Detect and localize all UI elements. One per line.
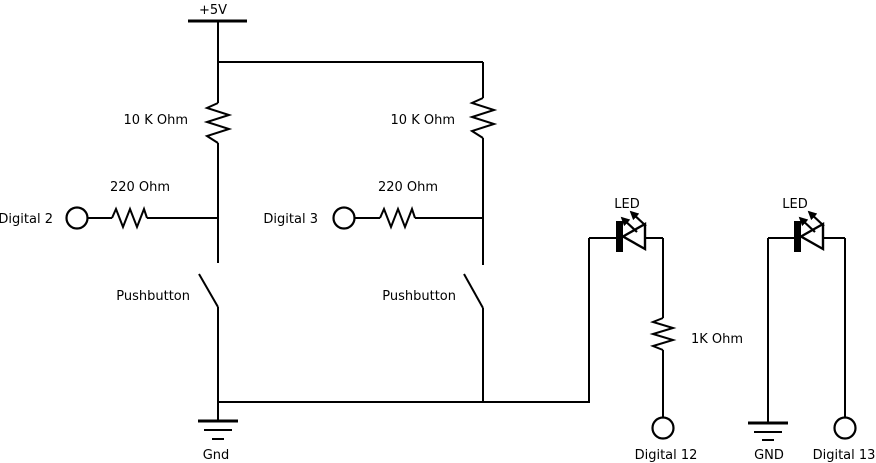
pullup-resistor-1-label: 10 K Ohm — [124, 113, 188, 128]
digital3-terminal — [332, 206, 356, 230]
led2-cathode-bar-icon — [794, 221, 801, 252]
led2-light-arrow-2-icon — [807, 210, 825, 227]
branch1: 10 K Ohm Digital 2 220 Ohm Pushbutton — [0, 102, 233, 403]
pullup-resistor-2-label: 10 K Ohm — [391, 113, 455, 128]
led1-resistor-symbol — [649, 317, 677, 351]
pullup-resistor-1-symbol — [203, 102, 233, 144]
digital13-pin-label: Digital 13 — [813, 448, 876, 463]
pushbutton-1-label: Pushbutton — [116, 289, 190, 304]
branch2: 10 K Ohm Digital 3 220 Ohm Pushbutton — [263, 97, 498, 403]
pushbutton-2-label: Pushbutton — [382, 289, 456, 304]
digital12-terminal — [651, 416, 675, 440]
power-label: +5V — [199, 3, 227, 18]
led1-light-arrow-2-icon — [629, 210, 647, 227]
led-circuit-1: LED 1K Ohm Digital 12 — [588, 197, 743, 463]
led1-resistor-label: 1K Ohm — [691, 332, 743, 347]
led1-cathode-bar-icon — [616, 221, 623, 252]
led2-light-arrow-1-icon — [798, 216, 816, 233]
led2-label: LED — [782, 197, 807, 212]
led1-light-arrow-1-icon — [620, 216, 638, 233]
series-resistor-1-symbol — [111, 206, 148, 230]
digital12-pin-label: Digital 12 — [635, 448, 698, 463]
series-resistor-2-label: 220 Ohm — [378, 180, 438, 195]
digital13-terminal — [833, 416, 857, 440]
pushbutton-1-lever — [198, 273, 219, 308]
pushbutton-2-lever — [463, 273, 484, 309]
digital3-pin-label: Digital 3 — [263, 212, 318, 227]
digital2-pin-label: Digital 2 — [0, 212, 53, 227]
ground-rail: Gnd — [198, 401, 589, 463]
power-supply: +5V — [188, 3, 484, 103]
pullup-resistor-2-symbol — [468, 97, 498, 139]
series-resistor-2-symbol — [379, 206, 416, 230]
gnd2-label: GND — [754, 448, 784, 463]
led-circuit-2: GND LED Digital 13 — [748, 197, 875, 463]
series-resistor-1-label: 220 Ohm — [110, 180, 170, 195]
led1-label: LED — [614, 197, 639, 212]
gnd1-label: Gnd — [203, 448, 230, 463]
digital2-terminal — [65, 206, 89, 230]
